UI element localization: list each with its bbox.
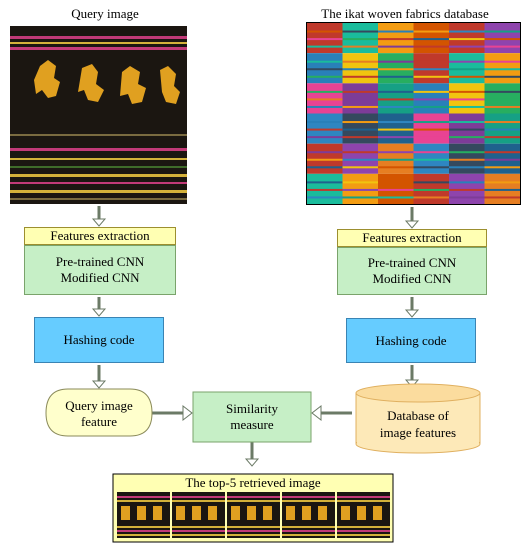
query-hashing-box: Hashing code [34, 317, 164, 363]
result-thumbnail [172, 492, 225, 538]
query-image [10, 26, 187, 204]
database-tile [307, 173, 343, 204]
query-feature-line-1: Query image [65, 398, 133, 413]
database-tile [342, 143, 378, 174]
database-tile [449, 23, 485, 54]
database-tile [378, 83, 414, 114]
database-tile [413, 143, 449, 174]
database-tile [484, 113, 520, 144]
database-tile [484, 53, 520, 84]
query-image-title: Query image [71, 6, 139, 21]
result-title: The top-5 retrieved image [185, 475, 321, 490]
database-tile [307, 23, 343, 54]
database-tile [449, 83, 485, 114]
database-model-1: Pre-trained CNN [367, 255, 457, 270]
database-cylinder-shape [355, 383, 481, 454]
database-tile [378, 23, 414, 54]
database-tile [307, 113, 343, 144]
query-model-1: Pre-trained CNN [55, 254, 145, 269]
result-thumbnail [227, 492, 280, 538]
query-feature-shape [45, 388, 153, 437]
similarity-line-2: measure [230, 417, 274, 432]
query-models-box: Pre-trained CNN Modified CNN [24, 245, 176, 295]
database-tile [484, 143, 520, 174]
database-tile [449, 53, 485, 84]
query-fabric-graphic [10, 26, 187, 204]
database-tile [449, 143, 485, 174]
result-thumbnail [282, 492, 335, 538]
similarity-box [192, 391, 312, 443]
result-thumbnail [117, 492, 170, 538]
database-tile [484, 173, 520, 204]
query-feature-line-2: feature [80, 414, 118, 429]
database-tile [342, 173, 378, 204]
database-tile [342, 23, 378, 54]
database-title: The ikat woven fabrics database [321, 6, 489, 21]
database-tile [342, 83, 378, 114]
database-tile [484, 23, 520, 54]
query-features-header: Features extraction [24, 227, 176, 245]
database-tile [342, 53, 378, 84]
database-tile [484, 83, 520, 114]
database-tile [307, 53, 343, 84]
database-tile [413, 53, 449, 84]
database-tile [378, 113, 414, 144]
database-tile [342, 113, 378, 144]
database-tile [307, 143, 343, 174]
result-thumbnails [117, 492, 390, 538]
query-model-2: Modified CNN [60, 270, 140, 285]
similarity-label: Similarity measure [193, 401, 311, 433]
database-tile [449, 113, 485, 144]
database-tile [413, 113, 449, 144]
database-hashing-box: Hashing code [346, 318, 476, 363]
database-tile [378, 53, 414, 84]
database-mosaic-graphic [307, 23, 520, 204]
database-tile [378, 143, 414, 174]
database-models-box: Pre-trained CNN Modified CNN [337, 247, 487, 295]
database-tile [413, 23, 449, 54]
store-line-1: Database of [387, 408, 449, 423]
database-tile [307, 83, 343, 114]
database-tile [449, 173, 485, 204]
database-tile [413, 173, 449, 204]
database-model-2: Modified CNN [372, 271, 452, 286]
result-thumbnail [337, 492, 390, 538]
store-line-2: image features [379, 425, 457, 440]
database-image [306, 22, 521, 205]
database-tile [378, 173, 414, 204]
similarity-line-1: Similarity [226, 401, 278, 416]
database-tile [413, 83, 449, 114]
database-store-label: Database of image features [356, 407, 480, 441]
database-features-header: Features extraction [337, 229, 487, 247]
query-feature-label: Query image feature [46, 398, 152, 430]
